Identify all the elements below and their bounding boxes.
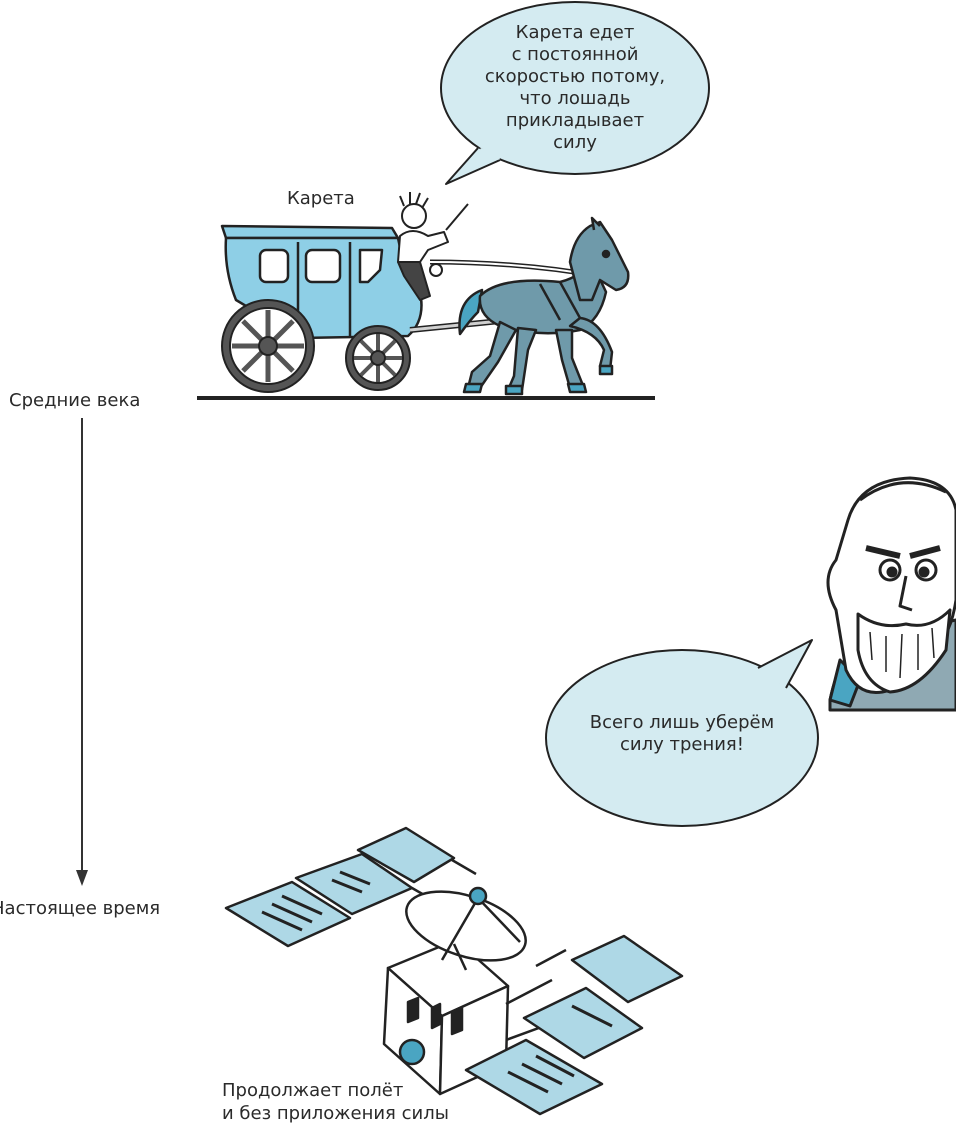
carriage-label: Карета bbox=[287, 188, 355, 209]
carriage-speech-line: Карета едет bbox=[515, 22, 635, 43]
satellite-icon bbox=[224, 826, 684, 1116]
horse-icon bbox=[458, 216, 630, 396]
scientist-speech-line: Всего лишь уберём bbox=[589, 712, 775, 733]
timeline-arrow-icon bbox=[76, 418, 88, 886]
scientist-speech-text: Всего лишь уберём силу трения! bbox=[582, 712, 782, 756]
scientist-icon bbox=[826, 476, 956, 712]
carriage-speech-text: Карета едет с постоянной скоростью потом… bbox=[480, 22, 670, 154]
carriage-speech-line: что лошадь bbox=[519, 88, 631, 109]
satellite-caption: Продолжает полёт и без приложения силы bbox=[222, 1079, 449, 1125]
carriage-speech-line: с постоянной bbox=[511, 44, 639, 65]
carriage-speech-line: прикладывает bbox=[505, 110, 645, 131]
scientist-speech-line: силу трения! bbox=[620, 734, 744, 755]
carriage-speech-bubble bbox=[440, 1, 710, 185]
timeline-start-label: Средние века bbox=[9, 390, 141, 411]
scientist-speech-bubble bbox=[545, 639, 819, 827]
carriage-speech-line: скоростью потому, bbox=[484, 66, 666, 87]
carriage-speech-line: силу bbox=[553, 132, 597, 153]
timeline-end-label: Настоящее время bbox=[0, 898, 161, 919]
satellite-caption-line: и без приложения силы bbox=[222, 1103, 449, 1124]
coachman-icon bbox=[397, 192, 469, 301]
satellite-caption-line: Продолжает полёт bbox=[222, 1080, 404, 1101]
carriage-wheels bbox=[221, 299, 411, 393]
